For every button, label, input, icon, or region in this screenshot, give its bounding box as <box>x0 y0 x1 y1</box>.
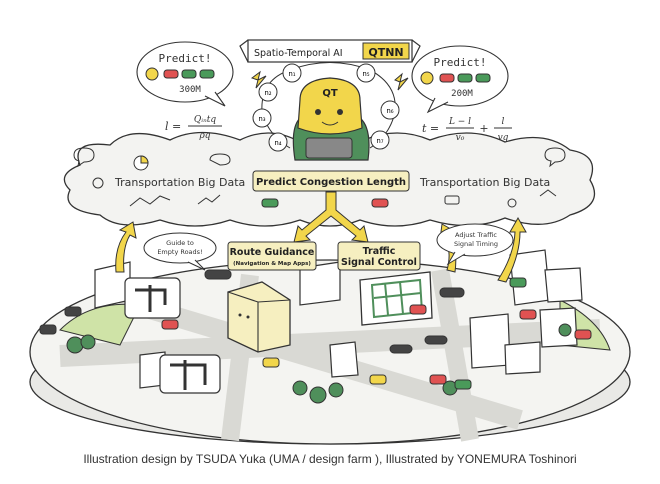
predict-congestion-label: Predict Congestion Length <box>256 177 406 188</box>
qt-mascot: QT <box>292 77 370 161</box>
signal-control-line1: Traffic <box>363 246 396 257</box>
adjust-bubble-line2: Signal Timing <box>454 240 498 248</box>
cars <box>39 277 592 390</box>
pie-chart-icon <box>133 155 149 171</box>
guide-bubble-line1: Guide to <box>166 239 194 247</box>
route-guidance-box: Route Guidance (Navigation & Map Apps) <box>227 241 317 271</box>
guide-bubble-line2: Empty Roads! <box>157 248 202 256</box>
cloud-right-text: Transportation Big Data <box>419 176 550 189</box>
node-label: n₃ <box>258 115 265 123</box>
formula-right: t = L − l v₀ + l vq <box>422 117 512 143</box>
right-predict-bubble: Predict! 200M <box>411 45 509 114</box>
cloud-left-text: Transportation Big Data <box>114 176 245 189</box>
right-predict-label: Predict! <box>434 56 487 69</box>
predict-congestion-box: Predict Congestion Length <box>252 170 410 192</box>
formula-right-plus: + <box>479 122 488 135</box>
route-guidance-subtitle: (Navigation & Map Apps) <box>233 261 311 267</box>
formula-left-num: Qᵢₙtq <box>194 115 216 125</box>
node-label: n₂ <box>264 89 271 97</box>
route-guidance-title: Route Guidance <box>230 247 315 258</box>
mascot-face-text: QT <box>322 88 338 99</box>
node-label: n₅ <box>362 70 369 78</box>
credit-line: Illustration design by TSUDA Yuka (UMA /… <box>83 452 577 466</box>
node-label: n₄ <box>274 139 281 147</box>
left-predict-distance: 300M <box>179 85 201 95</box>
formula-left-lhs: l = <box>165 120 181 133</box>
signal-control-line2: Signal Control <box>341 257 417 268</box>
map-phone-lower <box>159 354 221 394</box>
left-predict-bubble: Predict! 300M <box>136 41 234 107</box>
lightning-icon <box>250 70 409 91</box>
formula-right-num1: L − l <box>448 117 471 127</box>
node-label: n₆ <box>386 107 393 115</box>
title-banner: Spatio-Temporal AI QTNN <box>239 39 421 63</box>
chat-doodles <box>73 147 566 168</box>
buildings <box>94 249 583 389</box>
cloud-doodles <box>92 177 557 208</box>
formula-right-den1: v₀ <box>456 133 465 143</box>
formula-right-lhs: t = <box>422 122 439 135</box>
traffic-light-icon <box>204 269 465 354</box>
left-predict-label: Predict! <box>159 52 212 65</box>
adjust-bubble-line1: Adjust Traffic <box>455 231 497 239</box>
signal-control-box: Traffic Signal Control <box>337 241 421 271</box>
route-box-character <box>227 281 291 353</box>
signal-control-screen <box>359 271 433 326</box>
formula-right-num2: l <box>502 117 505 127</box>
trees <box>66 323 572 404</box>
cloud-cars <box>261 198 389 208</box>
formula-left-den: ρq <box>198 131 210 141</box>
title-name: QTNN <box>368 46 403 59</box>
node-label: n₇ <box>376 137 383 145</box>
guide-bubble: Guide to Empty Roads! <box>143 232 217 271</box>
adjust-bubble: Adjust Traffic Signal Timing <box>436 223 514 266</box>
title-prefix: Spatio-Temporal AI <box>254 48 343 59</box>
right-predict-distance: 200M <box>451 89 473 99</box>
map-phone-upper <box>124 277 181 319</box>
formula-left: l = Qᵢₙtq ρq <box>165 115 222 141</box>
node-label: n₁ <box>288 70 295 78</box>
node-circles: n₁ n₂ n₃ n₄ n₅ n₆ n₇ <box>252 63 400 152</box>
formula-right-den2: vq <box>498 133 509 143</box>
